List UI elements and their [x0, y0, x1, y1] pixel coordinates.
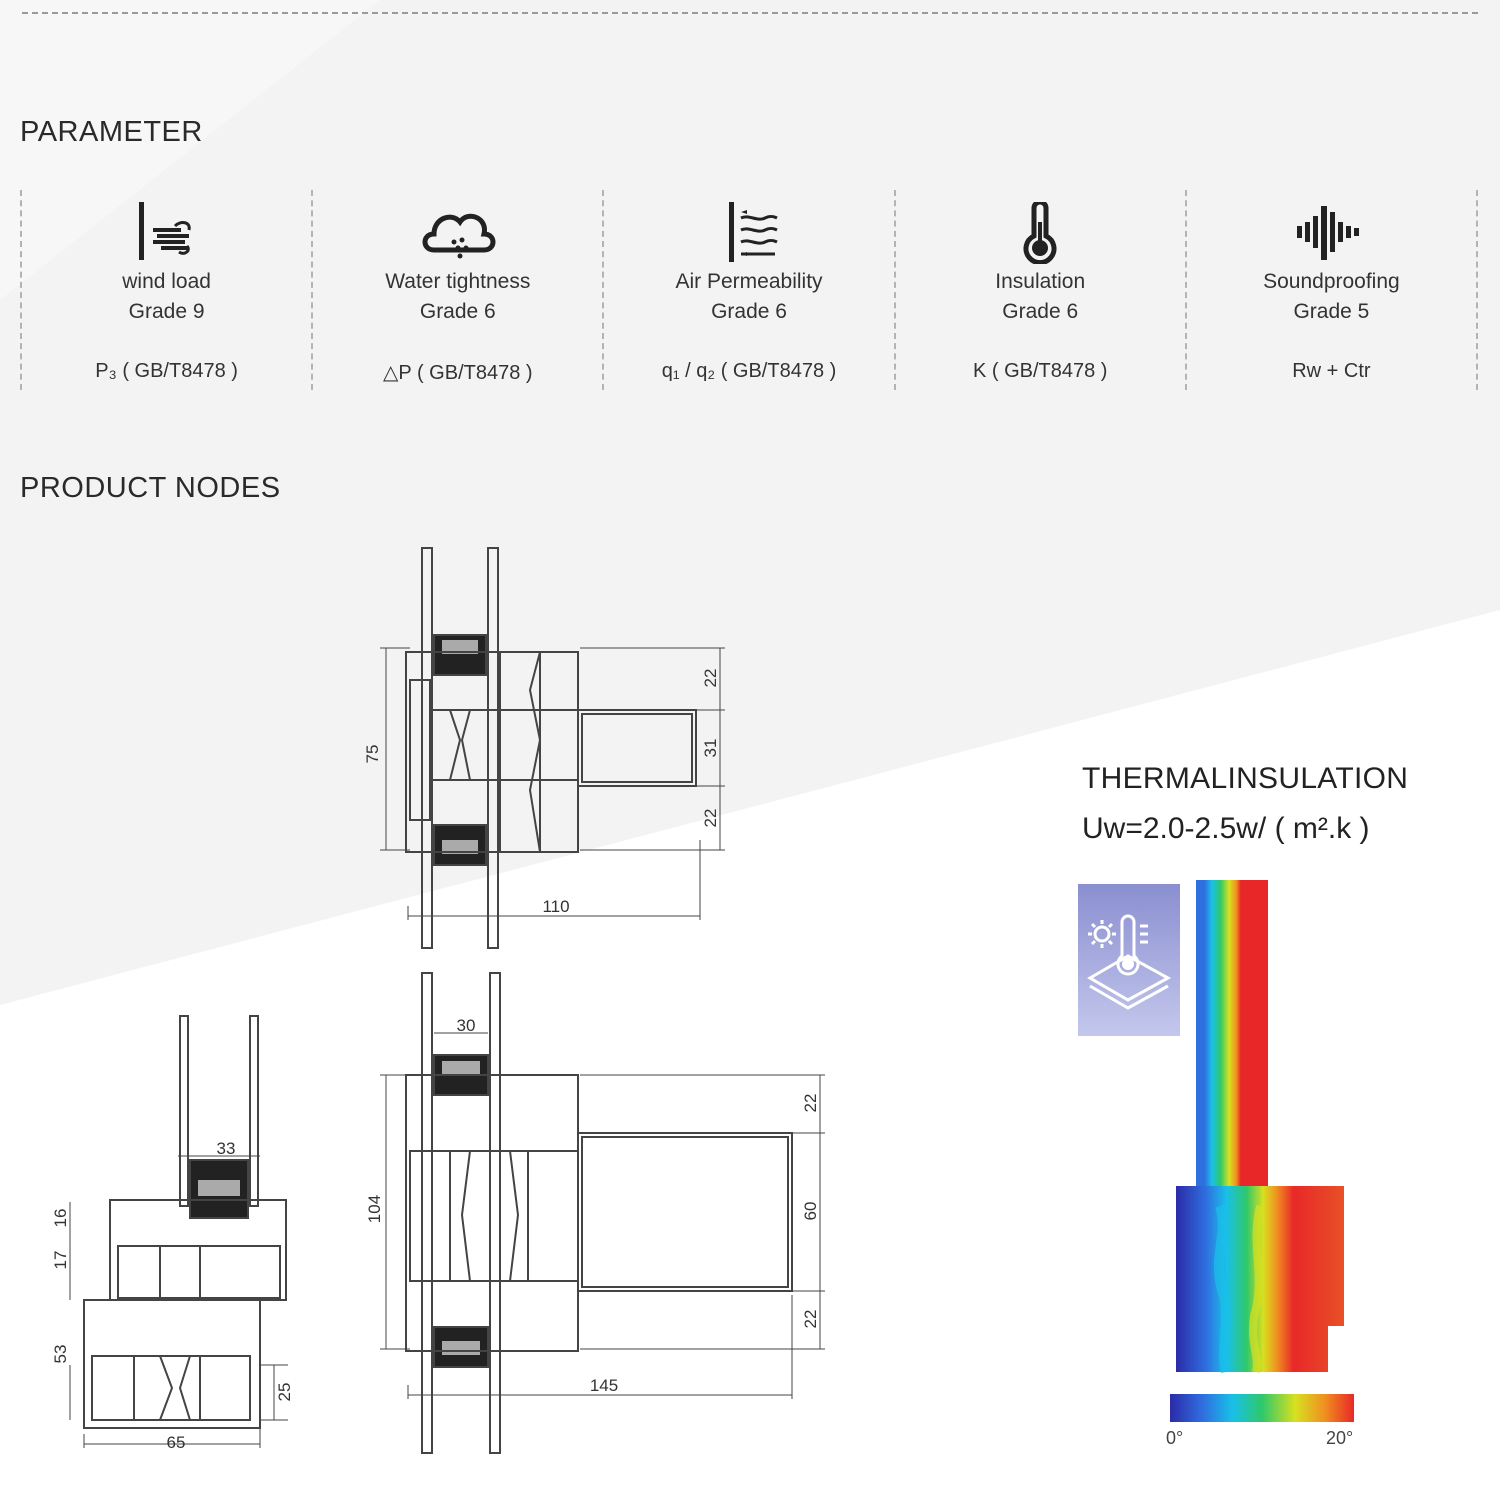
dim-d4: 25	[275, 1383, 294, 1402]
dim-width: 110	[542, 897, 569, 916]
thermal-title: THERMALINSULATION	[1082, 762, 1409, 795]
scale-min-label: 0°	[1166, 1428, 1184, 1448]
thermal-simulation-map	[1176, 880, 1344, 1374]
thermometer-icon	[1023, 202, 1057, 264]
air-flow-icon	[729, 202, 778, 262]
dim-top: 22	[801, 1094, 820, 1113]
sash-node-drawing: 33 16 17 53 25 65	[51, 1015, 294, 1452]
dim-glass: 33	[217, 1139, 236, 1158]
parameter-name: Air Permeability	[675, 270, 823, 293]
dim-width: 145	[590, 1376, 618, 1395]
dim-top: 22	[701, 669, 720, 688]
parameter-name: Insulation	[995, 270, 1086, 293]
sound-wave-icon	[1297, 206, 1360, 260]
scale-max-label: 20°	[1326, 1428, 1354, 1448]
dim-middle: 31	[701, 739, 720, 758]
parameter-grade: Grade 6	[711, 300, 787, 323]
dim-d3: 53	[51, 1345, 70, 1364]
wind-icon	[138, 202, 191, 260]
parameter-standard: K ( GB/T8478 )	[972, 360, 1108, 382]
thermal-u-value: Uw=2.0-2.5w/ ( m².k )	[1082, 812, 1370, 845]
dim-bottom: 22	[801, 1310, 820, 1329]
dim-height: 104	[365, 1195, 384, 1223]
dim-middle: 60	[801, 1202, 820, 1221]
parameter-soundproofing: Soundproofing Grade 5 Rw + Ctr	[1184, 190, 1479, 390]
parameter-name: wind load	[122, 270, 211, 293]
parameter-name: Soundproofing	[1263, 270, 1400, 293]
parameter-standard: Rw + Ctr	[1292, 360, 1371, 382]
frame-node-drawing: 30 104 22 60 22 145	[365, 972, 825, 1454]
parameter-grade: Grade 6	[1002, 300, 1079, 323]
top-divider	[22, 12, 1478, 14]
parameter-standard: q₁ / q₂ ( GB/T8478 )	[661, 360, 837, 382]
parameter-grade: Grade 6	[419, 300, 496, 323]
parameter-name: Water tightness	[385, 270, 531, 293]
parameter-grade: Grade 9	[128, 300, 205, 323]
rain-cloud-icon	[422, 213, 496, 259]
parameter-heading: PARAMETER	[20, 116, 203, 148]
parameter-wind-load: wind load Grade 9 P₃ ( GB/T8478 )	[20, 190, 311, 390]
dim-height: 75	[363, 745, 382, 764]
dim-d2: 17	[51, 1251, 70, 1270]
parameter-grade: Grade 5	[1293, 300, 1370, 323]
dim-d1: 16	[51, 1209, 70, 1228]
mullion-node-drawing: 75 22 31 22 110	[363, 547, 725, 949]
parameter-insulation: Insulation Grade 6 K ( GB/T8478 )	[893, 190, 1185, 390]
parameter-air-permeability: Air Permeability Grade 6 q₁ / q₂ ( GB/T8…	[602, 190, 893, 390]
parameter-row: wind load Grade 9 P₃ ( GB/T8478 ) Water …	[20, 190, 1479, 390]
dim-bottom: 22	[701, 809, 720, 828]
dim-top-width: 30	[457, 1016, 476, 1035]
parameter-water-tightness: Water tightness Grade 6 △P ( GB/T8478 )	[311, 190, 602, 390]
parameter-standard: P₃ ( GB/T8478 )	[95, 360, 238, 382]
temperature-scale-bar	[1170, 1394, 1354, 1422]
parameter-standard: △P ( GB/T8478 )	[383, 362, 533, 384]
heat-thermometer-icon	[1078, 884, 1180, 1036]
product-nodes-heading: PRODUCT NODES	[20, 472, 281, 504]
dim-width: 65	[167, 1433, 186, 1452]
